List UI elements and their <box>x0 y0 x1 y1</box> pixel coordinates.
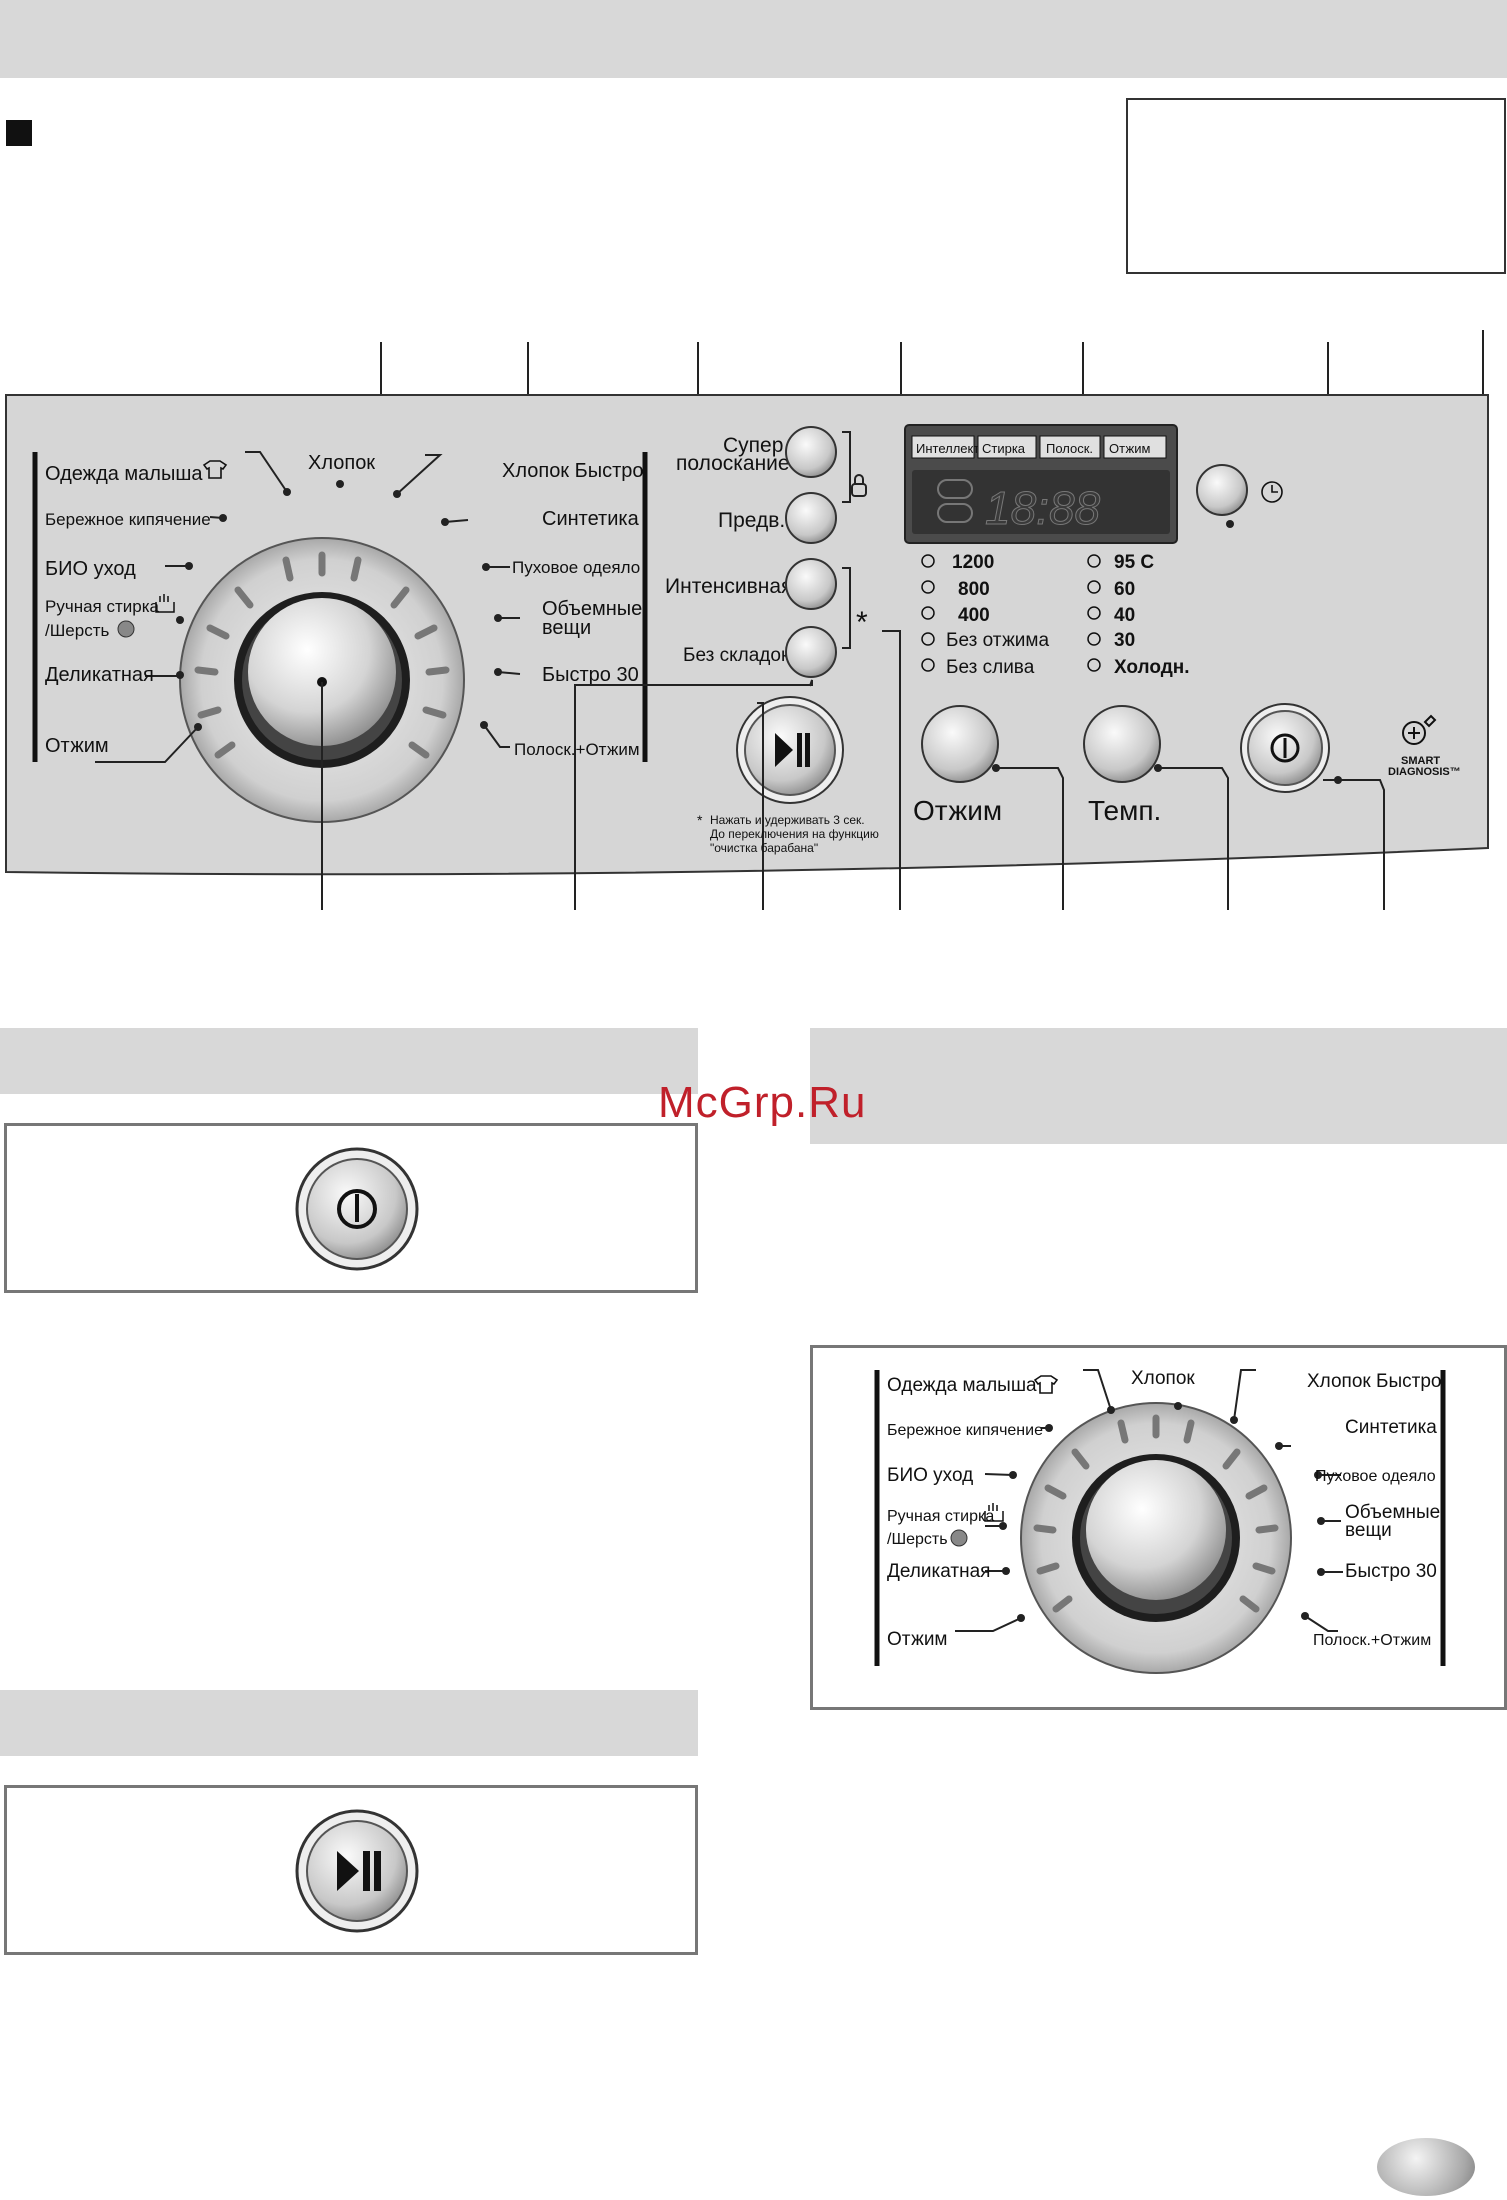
section-bar-program <box>810 1028 1507 1144</box>
start-illustration-box <box>4 1785 698 1955</box>
super-rinse-button[interactable] <box>785 426 837 478</box>
spin-400: 400 <box>958 605 990 626</box>
display-tab-spin: Отжим <box>1109 441 1150 456</box>
wool-icon-2 <box>950 1529 968 1547</box>
handwash-icon <box>155 594 175 613</box>
dial2-label-bio: БИО уход <box>887 1465 973 1486</box>
dial2-label-spin: Отжим <box>887 1629 948 1650</box>
star-mark: * <box>856 606 868 639</box>
spin-button-label: Отжим <box>913 795 1002 826</box>
dial2-label-cotton: Хлопок <box>1131 1368 1195 1389</box>
dial-label-cotton-fast: Хлопок Быстро <box>502 460 644 482</box>
spin-button[interactable] <box>921 705 999 783</box>
dial2-label-delicate: Деликатная <box>887 1561 990 1582</box>
dial-label-baby: Одежда малыша <box>45 463 203 485</box>
dial-label-cotton: Хлопок <box>308 452 375 474</box>
prewash-button[interactable] <box>785 492 837 544</box>
page-number-bubble <box>1377 2138 1475 2196</box>
start-icon-small <box>937 503 973 523</box>
note-line-1: Нажать и удерживать 3 сек. <box>710 813 865 827</box>
no-crease-button[interactable] <box>785 626 837 678</box>
spin-800: 800 <box>958 579 990 600</box>
note-line-3: "очистка барабана" <box>710 841 818 855</box>
handwash-icon-2 <box>984 1503 1004 1522</box>
baby-clothes-icon <box>202 460 228 479</box>
display-tab-wash: Стирка <box>982 441 1026 456</box>
power-illustration-box <box>4 1123 698 1293</box>
display-digits: 18:88 <box>985 482 1101 534</box>
option-no-crease: Без складок <box>683 645 790 666</box>
dial-label-gentle-boil: Бережное кипячение <box>45 510 211 529</box>
dial2-label-duvet: Пуховое одеяло <box>1315 1468 1436 1485</box>
dial-label-rinse-spin: Полоск.+Отжим <box>514 740 640 759</box>
dial-ticks <box>194 551 450 759</box>
power-icon <box>1270 733 1300 763</box>
delay-timer-button[interactable] <box>1196 464 1248 516</box>
smart-diagnosis-icon <box>1402 714 1437 745</box>
section-bar-start <box>0 1690 698 1756</box>
temp-30: 30 <box>1114 630 1135 651</box>
dial-label-bulky: Объемные <box>542 598 642 620</box>
section-bar-power <box>0 1028 698 1094</box>
option-prewash: Предв. <box>718 509 785 532</box>
smart-diagnosis-1: SMART <box>1401 755 1440 767</box>
temp-button[interactable] <box>1083 705 1161 783</box>
dial-label-hand: Ручная стирка <box>45 597 160 616</box>
dial-label-bulky2: вещи <box>542 617 591 639</box>
wool-icon <box>117 620 135 638</box>
dial-label-wool: /Шерсть <box>45 621 109 640</box>
play-pause-icon <box>775 733 810 767</box>
temp-cold: Холодн. <box>1114 657 1190 678</box>
option-super-rinse-2: полоскание <box>676 452 790 475</box>
play-pause-icon-large <box>337 1851 381 1891</box>
power-icon-large <box>337 1189 377 1229</box>
intensive-button[interactable] <box>785 558 837 610</box>
dial2-label-quick30: Быстро 30 <box>1345 1561 1437 1582</box>
dial2-label-gentle-boil: Бережное кипячение <box>887 1422 1043 1439</box>
watermark: McGrp.Ru <box>658 1078 867 1127</box>
temp-40: 40 <box>1114 605 1135 626</box>
dial2-label-bulky2: вещи <box>1345 1520 1392 1541</box>
temp-60: 60 <box>1114 579 1135 600</box>
clock-icon <box>1261 481 1283 503</box>
spin-no-spin: Без отжима <box>946 630 1049 651</box>
baby-clothes-icon-2 <box>1033 1375 1059 1394</box>
dial-label-synthetic: Синтетика <box>542 508 640 530</box>
header-bar <box>0 0 1507 78</box>
dial2-label-wool: /Шерсть <box>887 1531 948 1548</box>
dial2-label-baby: Одежда малыша <box>887 1375 1037 1396</box>
dial2-label-bulky: Объемные <box>1345 1502 1440 1523</box>
dial-label-spin: Отжим <box>45 735 109 757</box>
smart-diagnosis-2: DIAGNOSIS™ <box>1388 766 1461 778</box>
dial-label-duvet: Пуховое одеяло <box>512 558 640 577</box>
dial2-label-cotton-fast: Хлопок Быстро <box>1307 1371 1441 1392</box>
option-super-rinse-1: Супер <box>723 434 783 457</box>
dial-label-delicate: Деликатная <box>45 664 154 686</box>
delay-icon <box>937 479 973 499</box>
dial-label-quick30: Быстро 30 <box>542 664 639 686</box>
section-bullet <box>6 120 32 146</box>
control-panel: Одежда малыша Бережное кипячение БИО ухо… <box>5 330 1489 910</box>
spin-no-drain: Без слива <box>946 657 1035 678</box>
callout-box <box>1126 98 1506 274</box>
dial2-label-synthetic: Синтетика <box>1345 1417 1437 1438</box>
note-line-2: До переключения на функцию <box>710 827 879 841</box>
svg-text:*: * <box>697 812 703 828</box>
child-lock-icon <box>851 483 867 497</box>
option-intensive: Интенсивная <box>665 575 792 598</box>
display-tab-rinse: Полоск. <box>1046 441 1093 456</box>
temp-button-label: Темп. <box>1088 795 1161 826</box>
dial-illustration-box: Одежда малыша Бережное кипячение БИО ухо… <box>810 1345 1507 1710</box>
dial2-label-rinse-spin: Полоск.+Отжим <box>1313 1632 1431 1649</box>
spin-1200: 1200 <box>952 552 994 573</box>
display-tab-smart: Интеллект <box>916 441 979 456</box>
dial2-label-hand: Ручная стирка <box>887 1508 994 1525</box>
temp-95: 95 C <box>1114 552 1154 573</box>
dial-label-bio: БИО уход <box>45 558 136 580</box>
